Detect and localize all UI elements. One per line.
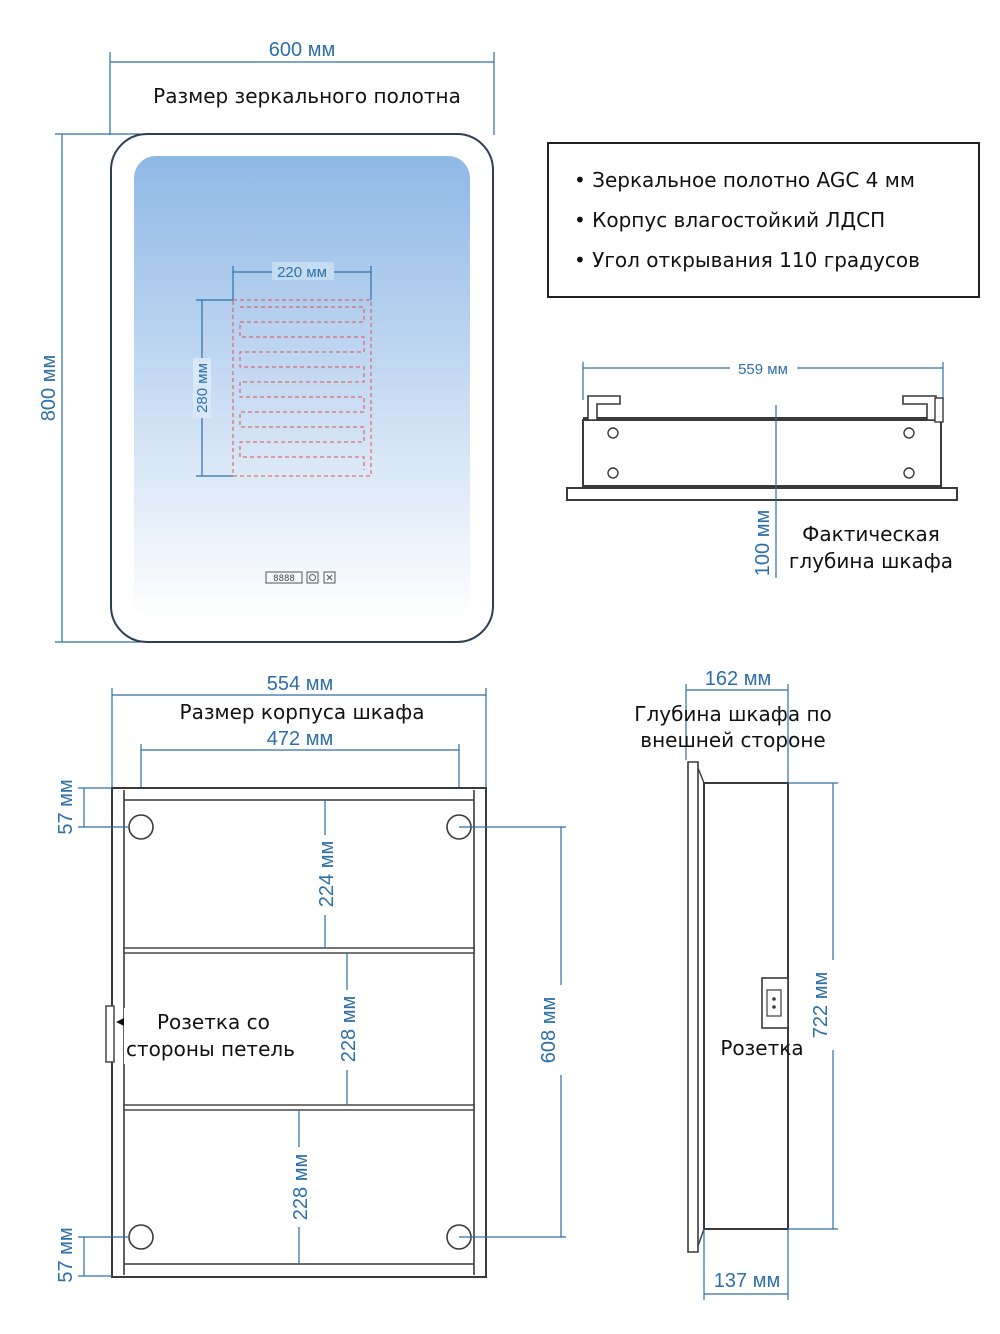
screw-icon [607,427,619,439]
cabinet-outer-width-label: 554 мм [267,673,333,695]
socket-caption-bg [124,1008,314,1064]
heater-width-label: 220 мм [277,264,327,281]
shelf3-label-bg [289,1147,311,1227]
shelf [123,1104,475,1111]
shelf2-label-bg [337,990,359,1070]
cabinet-inner-width-label: 472 мм [267,728,333,750]
socket-caption-line2: стороны петель [126,1037,295,1061]
light-button-icon [306,571,319,584]
side-mirror-panel [687,761,699,1253]
clock-display-icon [265,571,303,584]
top-depth-label: 100 мм [752,510,774,576]
hinge-right-icon [902,395,937,421]
mirror-caption: Размер зеркального полотна [153,84,461,108]
shelf3-label: 228 мм [290,1154,312,1220]
shelf [123,947,475,954]
heater-width-label-bg [272,262,334,280]
hinge-right-plate [934,397,944,423]
side-height-label-bg [810,960,834,1050]
heater-height-label: 280 мм [194,363,211,413]
cabinet-front-view: 554 мм Размер корпуса шкафа 472 мм 57 мм [55,673,566,1283]
mirror-height-label: 800 мм [38,355,60,421]
side-caption-line1: Глубина шкафа по [634,702,832,726]
features-box: • Зеркальное полотно AGC 4 мм • Корпус в… [547,142,980,298]
mirror-front-view: 600 мм Размер зеркального полотна 800 мм… [38,39,495,643]
hinge-left-icon [587,395,621,421]
socket-side-icon [105,1005,115,1063]
feature-item: • Угол открывания 110 градусов [574,248,920,272]
feature-item: • Зеркальное полотно AGC 4 мм [574,168,915,192]
top-offset-label: 57 мм [55,779,77,834]
bottom-offset-label: 57 мм [55,1227,77,1282]
heater-zone: 220 мм 280 мм [193,262,372,477]
side-height-label: 722 мм [810,972,832,1038]
mount-hole-icon [128,1224,154,1250]
shelf1-label-bg [315,835,337,915]
top-caption-line2: глубина шкафа [789,549,953,573]
top-caption-line1: Фактическая [802,522,940,546]
socket-label: Розетка [720,1036,803,1060]
screw-icon [607,467,619,479]
svg-text:8888: 8888 [273,574,295,584]
side-connector-bottom [697,1228,705,1247]
heater-coil [239,306,365,470]
mirror-glass [134,156,470,622]
mount-hole-icon [128,814,154,840]
cabinet-caption: Размер корпуса шкафа [180,700,425,724]
top-cabinet-body [582,419,942,487]
top-mirror-panel [566,487,958,501]
cabinet-side-view: 162 мм Глубина шкафа по внешней стороне … [634,668,838,1300]
control-panel: 8888 [265,571,336,584]
features-box-border [547,142,980,298]
feature-item: • Корпус влагостойкий ЛДСП [574,208,885,232]
top-view: 559 мм 100 мм Фактическая глубина шкафа [566,361,958,578]
side-bottom-depth-label: 137 мм [714,1270,780,1292]
screw-icon [903,427,915,439]
mirror-width-label: 600 мм [269,39,335,61]
side-caption-line2: внешней стороне [640,728,825,752]
side-connector-top [697,767,705,784]
mount-height-label-bg [538,985,562,1075]
mount-height-label: 608 мм [538,997,560,1063]
heater-height-label-bg [193,358,211,418]
socket-caption-line1: Розетка со [157,1010,270,1034]
shelf2-label: 228 мм [338,996,360,1062]
top-width-label: 559 мм [738,361,788,378]
side-depth-label: 162 мм [705,668,771,690]
socket-face [766,989,782,1017]
shelf1-label: 224 мм [316,841,338,907]
heater-button-icon [323,571,336,584]
heater-outline [232,299,372,477]
screw-icon [903,467,915,479]
